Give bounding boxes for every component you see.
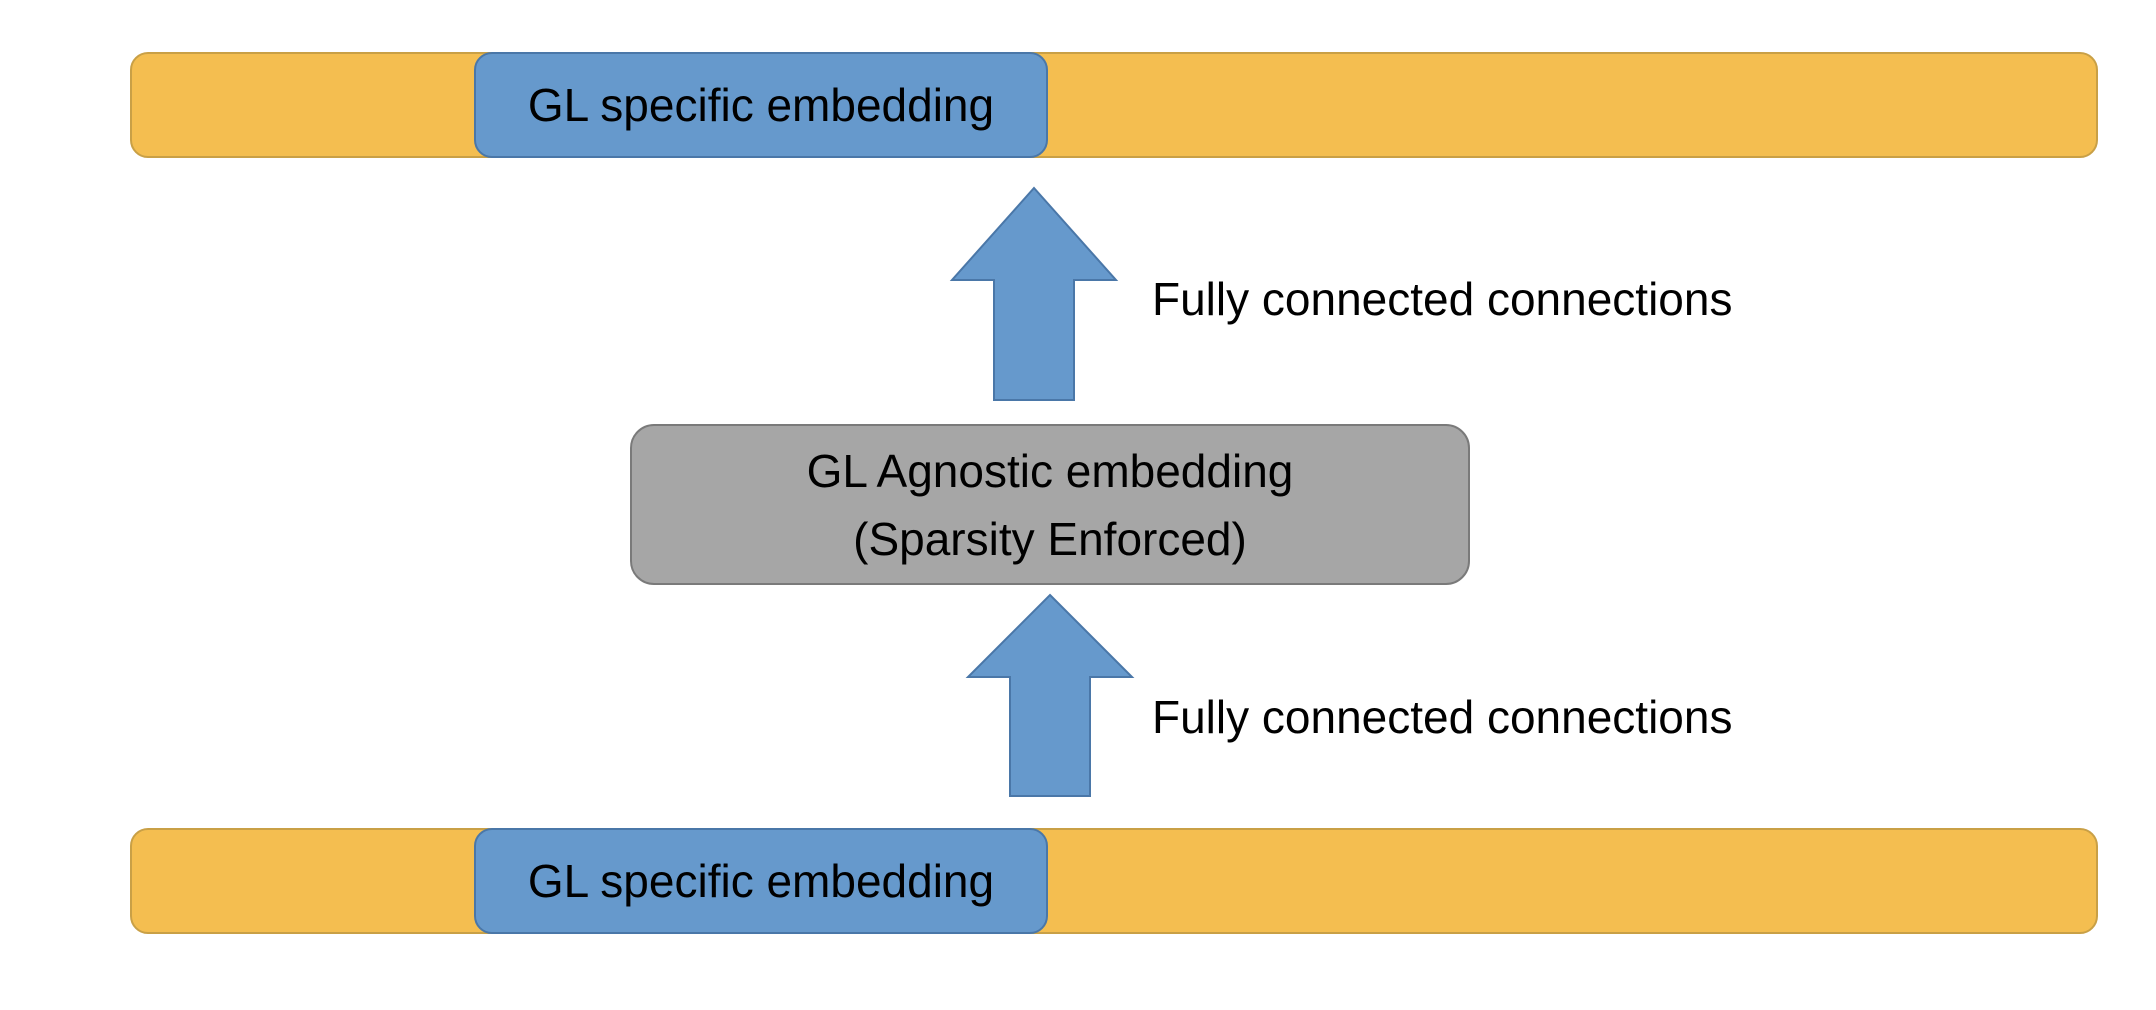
upper-arrow-shape: [949, 186, 1119, 401]
agnostic-embedding-title: GL Agnostic embedding: [806, 444, 1294, 497]
top-specific-embedding-box: GL specific embedding: [474, 52, 1048, 158]
lower-up-arrow-icon: [965, 593, 1135, 797]
lower-arrow-shape: [965, 593, 1135, 797]
lower-connection-label: Fully connected connections: [1152, 691, 1733, 743]
bottom-layer-bar: [130, 828, 2098, 934]
bottom-specific-embedding-label: GL specific embedding: [527, 855, 995, 907]
top-layer-bar: [130, 52, 2098, 158]
bottom-specific-embedding-box: GL specific embedding: [474, 828, 1048, 934]
upper-connection-label: Fully connected connections: [1152, 273, 1733, 325]
upper-up-arrow-icon: [949, 186, 1119, 401]
agnostic-embedding-box: GL Agnostic embedding (Sparsity Enforced…: [630, 424, 1470, 585]
agnostic-embedding-subtitle: (Sparsity Enforced): [853, 512, 1247, 565]
top-specific-embedding-label: GL specific embedding: [527, 79, 995, 131]
